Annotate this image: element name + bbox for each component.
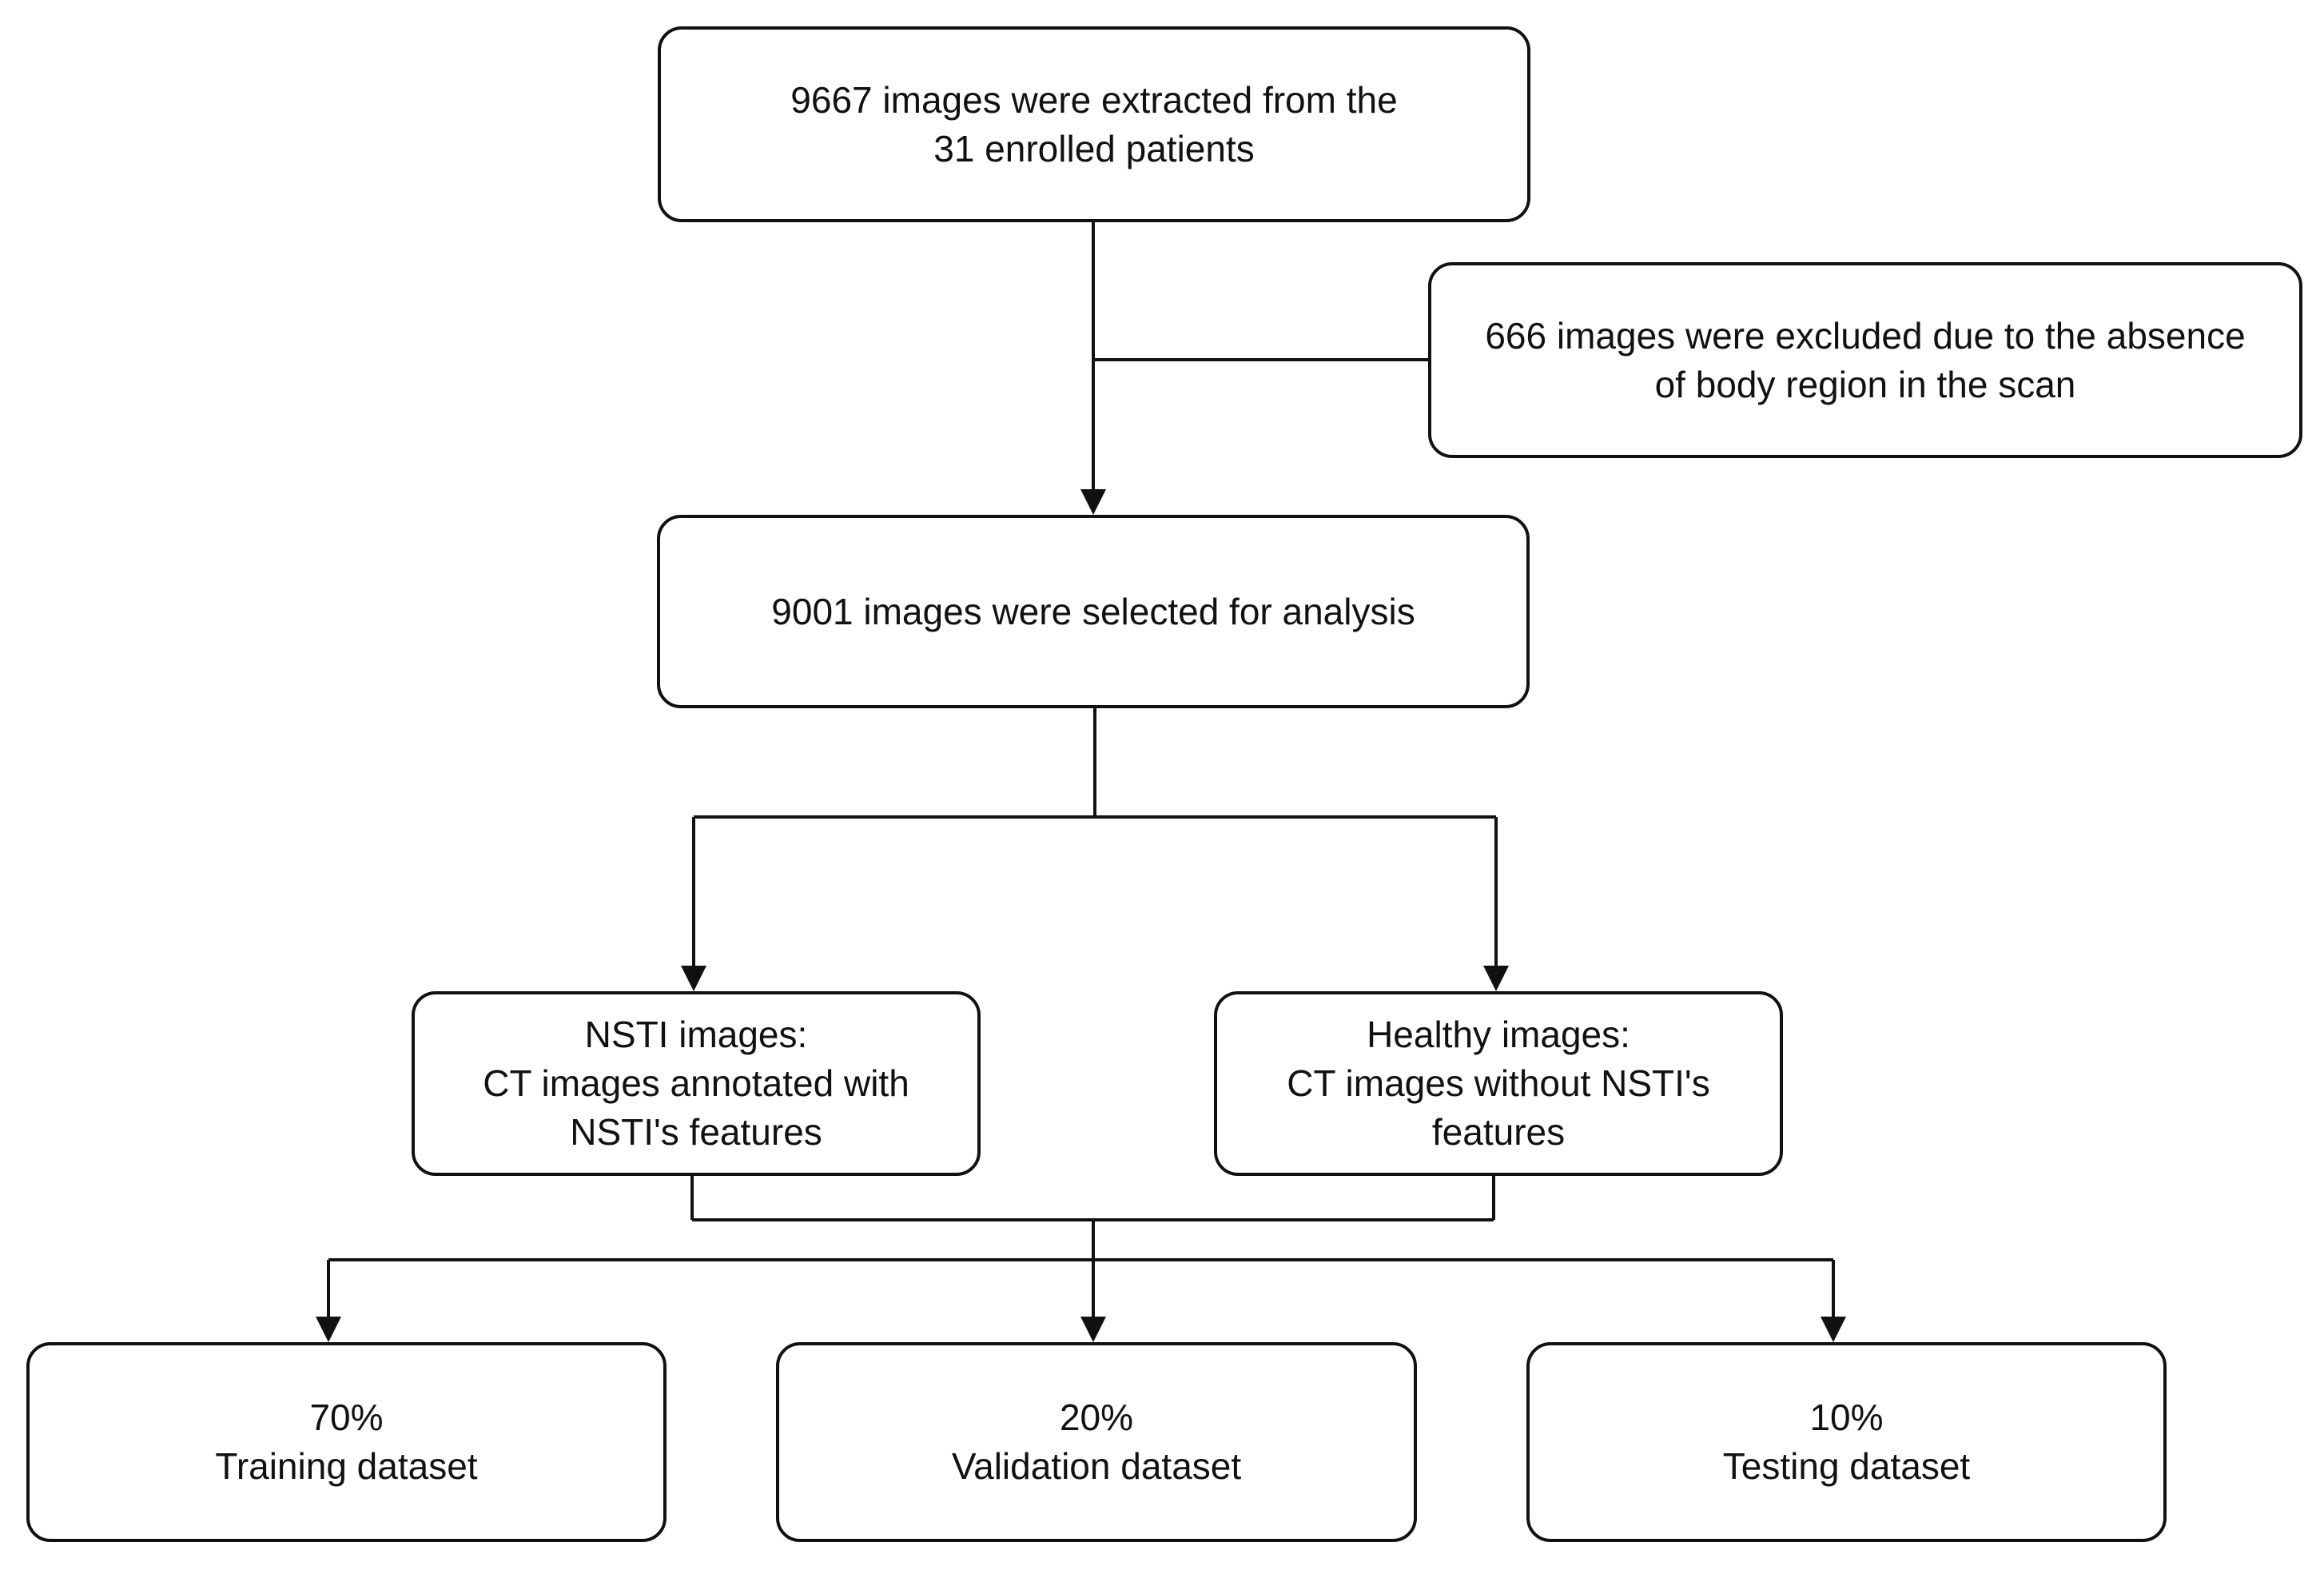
validation-percentage: 20% (1059, 1397, 1134, 1439)
nsti-line-2: CT images annotated with (483, 1062, 909, 1105)
training-percentage: 70% (309, 1397, 384, 1439)
testing-percentage: 10% (1809, 1397, 1884, 1439)
healthy-images-box: Healthy images: CT images without NSTI's… (1214, 991, 1783, 1176)
healthy-line-3: features (1431, 1110, 1566, 1153)
testing-dataset-box: 10% Testing dataset (1526, 1342, 2167, 1542)
arrowhead-training (316, 1317, 341, 1342)
nsti-line-3: NSTI's features (570, 1110, 822, 1153)
testing-label: Testing dataset (1722, 1445, 1971, 1487)
nsti-line-1: NSTI images: (584, 1014, 808, 1056)
arrowhead-validation (1080, 1317, 1106, 1342)
excluded-images-box: 666 images were excluded due to the abse… (1428, 262, 2302, 458)
validation-dataset-box: 20% Validation dataset (776, 1342, 1417, 1542)
validation-label: Validation dataset (951, 1445, 1242, 1487)
nsti-images-box: NSTI images: CT images annotated with NS… (412, 991, 981, 1176)
excluded-line-1: 666 images were excluded due to the abse… (1485, 314, 2246, 357)
selected-line-1: 9001 images were selected for analysis (771, 590, 1415, 632)
arrowhead-nsti (681, 966, 706, 991)
extracted-line-1: 9667 images were extracted from the (790, 78, 1398, 121)
extracted-line-2: 31 enrolled patients (933, 127, 1255, 169)
arrowhead-testing (1821, 1317, 1846, 1342)
selected-images-box: 9001 images were selected for analysis (657, 515, 1530, 708)
extracted-images-box: 9667 images were extracted from the 31 e… (658, 26, 1530, 222)
arrowhead-healthy (1483, 966, 1509, 991)
arrowhead-selected (1080, 489, 1106, 515)
healthy-line-2: CT images without NSTI's (1287, 1062, 1710, 1105)
training-dataset-box: 70% Training dataset (26, 1342, 667, 1542)
excluded-line-2: of body region in the scan (1654, 363, 2076, 405)
training-label: Training dataset (215, 1445, 478, 1487)
healthy-line-1: Healthy images: (1367, 1014, 1630, 1056)
